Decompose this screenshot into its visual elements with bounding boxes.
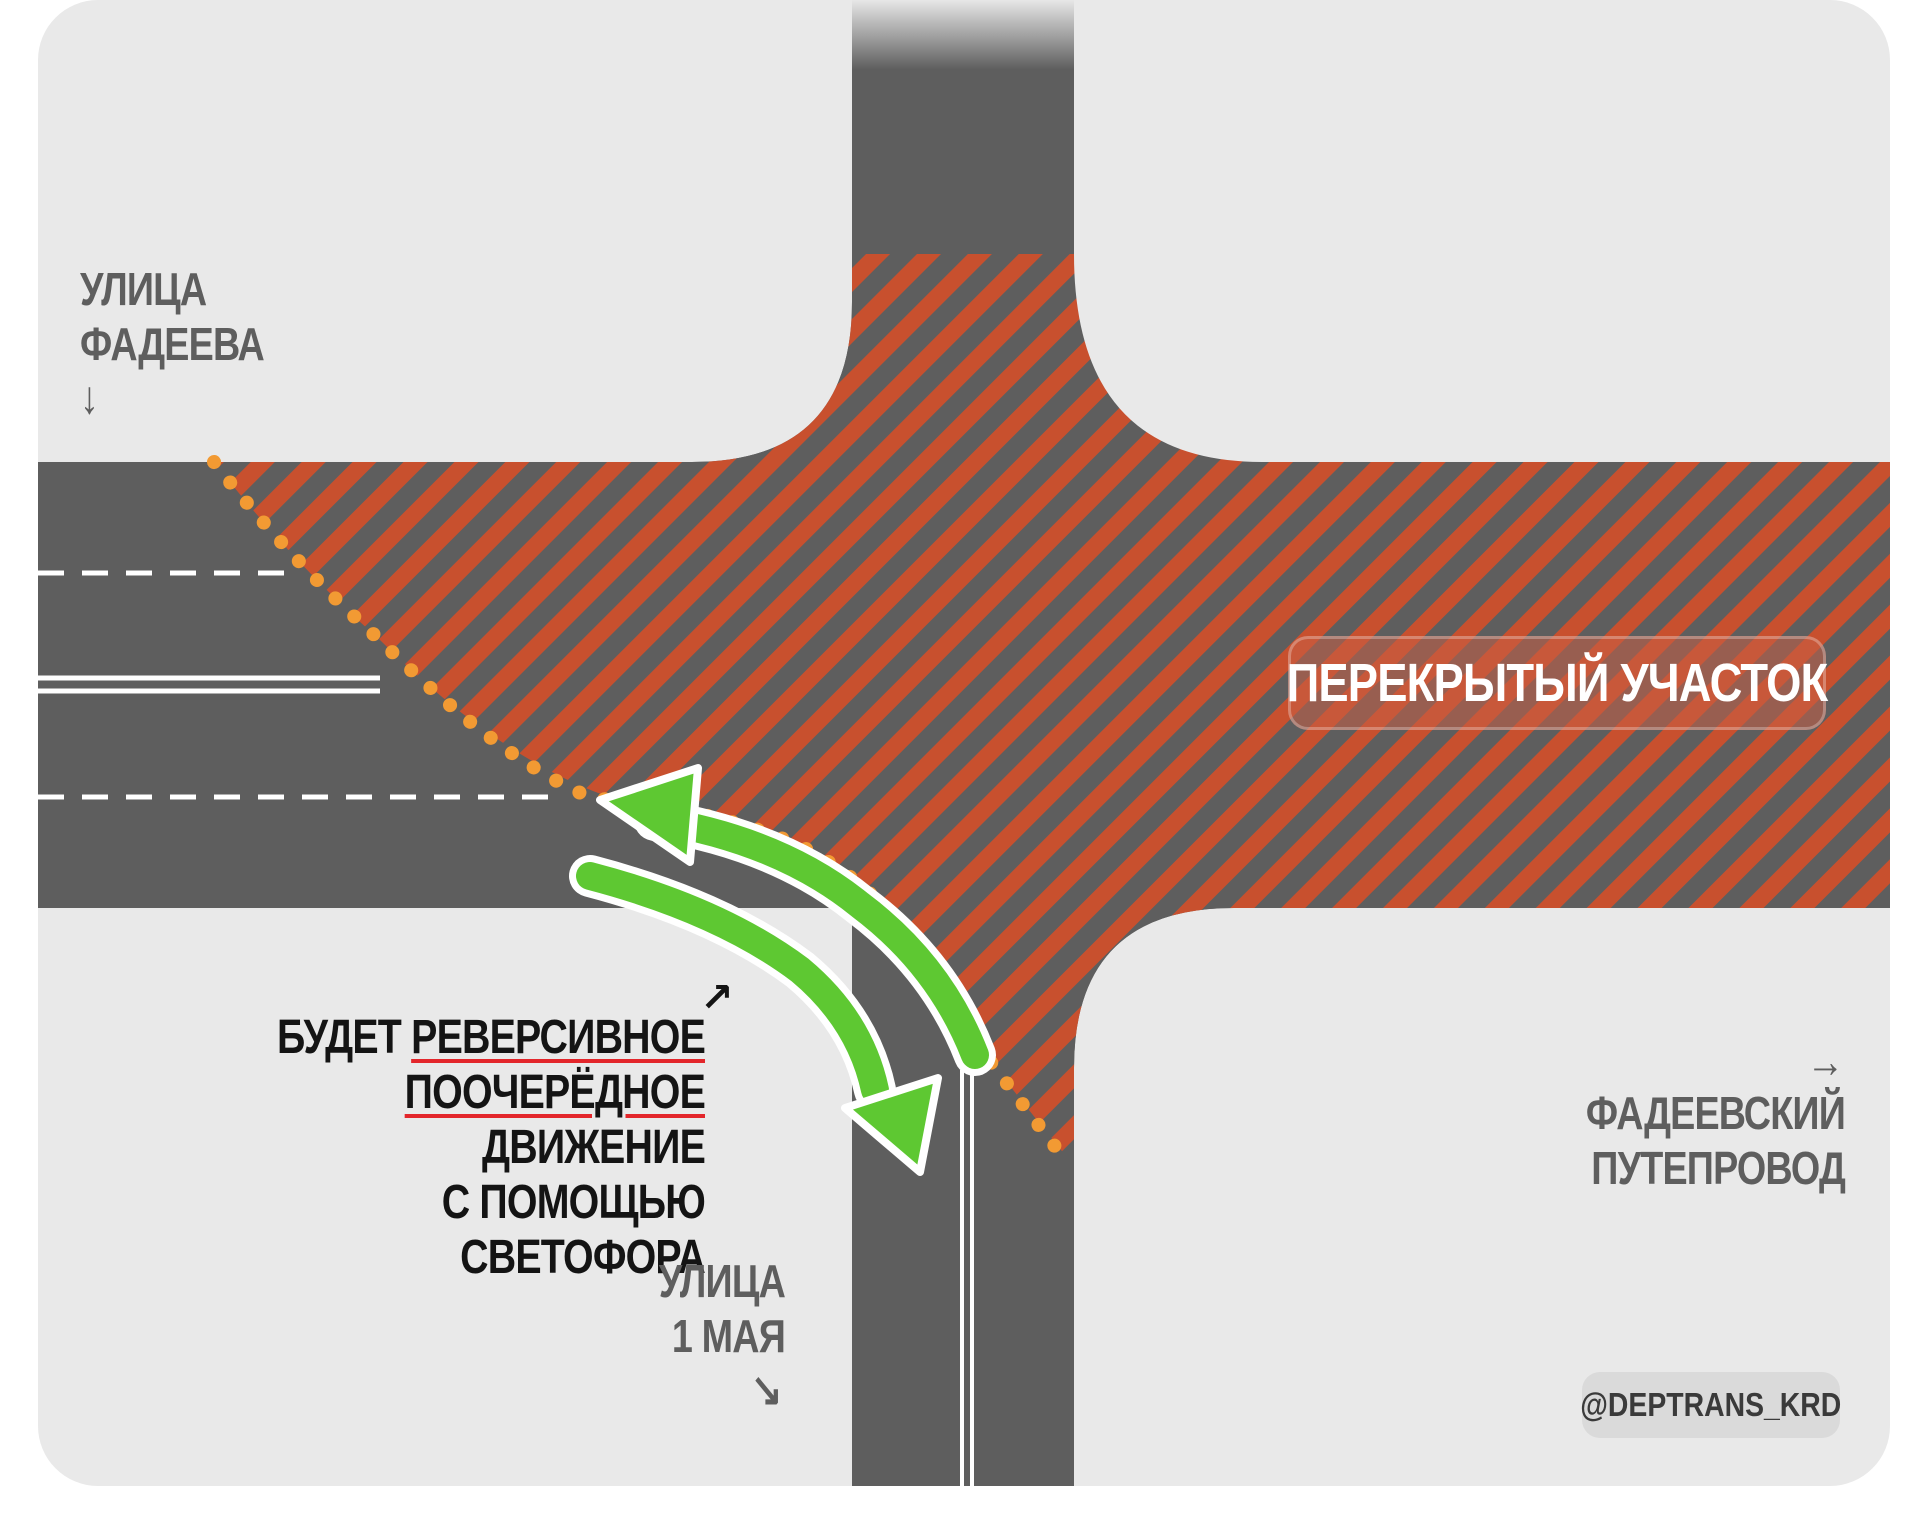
street-label-1maya-line2: 1 МАЯ: [671, 1310, 786, 1362]
street-label-fadeeva: УЛИЦА ФАДЕЕВА ↓: [80, 262, 265, 423]
arrow-up-right-icon: ↗: [700, 976, 734, 1020]
social-handle-badge[interactable]: @DEPTRANS_KRD: [1580, 1372, 1842, 1438]
note-line2: ПООЧЕРЁДНОЕ ДВИЖЕНИЕ: [209, 1065, 706, 1175]
closed-section-badge: ПЕРЕКРЫТЫЙ УЧАСТОК: [1286, 636, 1829, 730]
social-handle[interactable]: @DEPTRANS_KRD: [1580, 1386, 1842, 1423]
bridge-label: → ФАДЕЕВСКИЙ ПУТЕПРОВОД: [1554, 1035, 1846, 1196]
note-line2-underlined: ПООЧЕРЁДНОЕ: [404, 1066, 706, 1119]
bridge-label-line1: ФАДЕЕВСКИЙ: [1585, 1087, 1846, 1139]
street-label-1maya: УЛИЦА 1 МАЯ ↘: [601, 1254, 786, 1414]
street-label-fadeeva-line1: УЛИЦА: [80, 263, 207, 315]
arrow-down-right-icon: ↘: [750, 1363, 783, 1415]
arrow-down-icon: ↓: [80, 371, 99, 423]
note-line1: БУДЕТ РЕВЕРСИВНОЕ: [209, 1010, 706, 1065]
bridge-label-line2: ПУТЕПРОВОД: [1591, 1142, 1846, 1194]
note-line1-underlined: РЕВЕРСИВНОЕ: [411, 1011, 706, 1064]
road-top-fade: [852, 0, 1074, 70]
street-label-fadeeva-line2: ФАДЕЕВА: [80, 318, 265, 370]
closed-section-label: ПЕРЕКРЫТЫЙ УЧАСТОК: [1286, 653, 1829, 713]
note-line1-plain: БУДЕТ: [276, 1011, 412, 1064]
note-line2-plain: ДВИЖЕНИЕ: [482, 1121, 706, 1174]
reversible-traffic-note: БУДЕТ РЕВЕРСИВНОЕ ПООЧЕРЁДНОЕ ДВИЖЕНИЕ С…: [209, 1010, 706, 1285]
closed-area: [214, 254, 1890, 1166]
reversible-arrow-icon: [569, 764, 996, 1176]
note-line3: С ПОМОЩЬЮ СВЕТОФОРА: [441, 1176, 706, 1284]
street-label-1maya-line1: УЛИЦА: [658, 1255, 786, 1307]
arrow-right-icon: →: [1806, 1035, 1844, 1087]
